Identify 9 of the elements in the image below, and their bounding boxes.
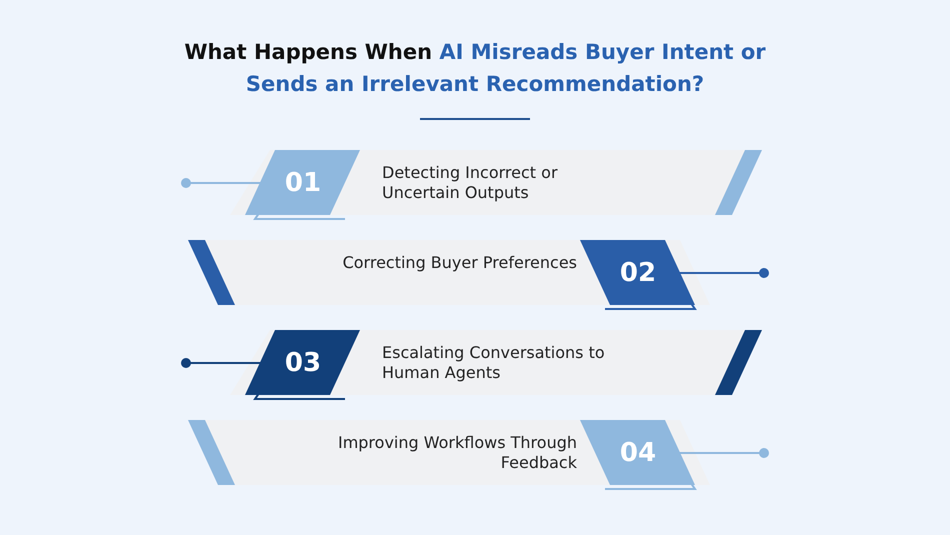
- step-text: Detecting Incorrect or Uncertain Outputs: [382, 163, 559, 203]
- step-number: 03: [284, 347, 322, 380]
- title: What Happens When AI Misreads Buyer Intent or Sends an Irrelevant Recommendation?: [183, 39, 767, 98]
- step-text: Correcting Buyer Preferences: [342, 253, 577, 273]
- step-number: 02: [618, 257, 658, 290]
- step-number: 04: [618, 437, 658, 470]
- step-text: Escalating Conversations to Human Agents: [382, 343, 606, 383]
- step-number: 01: [284, 167, 322, 200]
- step-text: Improving Workflows Through Feedback: [336, 433, 577, 473]
